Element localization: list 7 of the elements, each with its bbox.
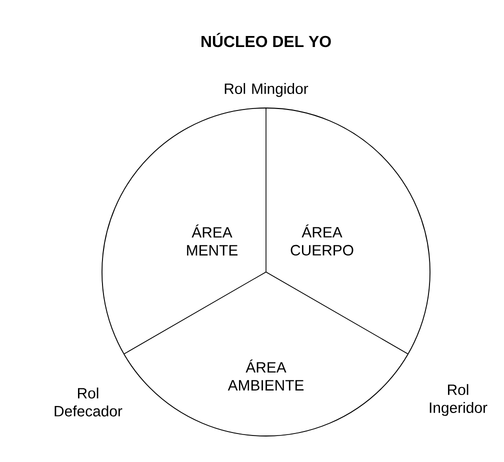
role-label: Rol Mingidor [224, 83, 308, 97]
role-label: Rol Ingeridor [430, 384, 488, 416]
area-label: ÁREA CUERPO [290, 224, 354, 256]
role-label: Rol Defecador [54, 388, 122, 416]
title: NÚCLEO DEL YO [202, 32, 331, 48]
area-label: ÁREA AMBIENTE [228, 360, 304, 390]
area-label: ÁREA MENTE [187, 224, 238, 256]
